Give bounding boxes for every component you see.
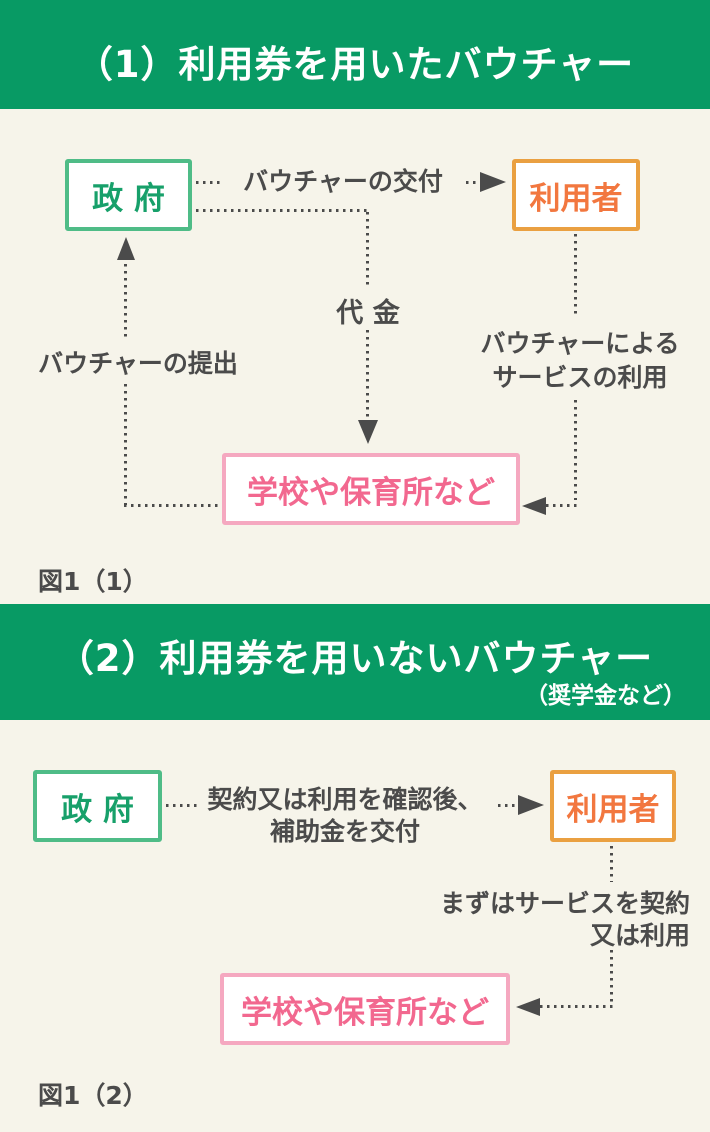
contract-label-line1: まずはサービスを契約 — [439, 889, 690, 918]
dotted-line-service-upper — [574, 234, 577, 316]
section2-government-box: 政 府 — [33, 770, 162, 842]
contract-label-line2: 又は利用 — [589, 921, 690, 950]
dotted-line-payment-upper — [366, 212, 369, 288]
dotted-line-subsidy-right — [498, 804, 516, 807]
dotted-line-contract-upper — [610, 846, 613, 882]
section2-user-box: 利用者 — [550, 770, 676, 842]
arrow-left-icon — [516, 998, 540, 1016]
dotted-line-contract-horizontal — [540, 1005, 613, 1008]
dotted-line-service-horizontal — [546, 504, 578, 507]
section2-title: （2）利用券を用いないバウチャー — [56, 637, 654, 680]
section1-government-box: 政 府 — [65, 159, 192, 231]
dotted-line-submit-upper — [124, 264, 127, 340]
dotted-line-contract-lower — [610, 950, 613, 1006]
dotted-line-subsidy-left — [166, 804, 198, 807]
subsidy-label-line1: 契約又は利用を確認後、 — [207, 785, 483, 814]
section2-caption: 図1（2） — [38, 1081, 148, 1110]
section2-subtitle: （奨学金など） — [525, 683, 686, 709]
section1-user-box: 利用者 — [512, 159, 640, 231]
arrow-up-icon — [117, 237, 135, 260]
section2-provider-box: 学校や保育所など — [220, 973, 510, 1045]
section1-title: （1）利用券を用いたバウチャー — [75, 43, 635, 86]
arrow-right-icon — [518, 795, 544, 815]
dotted-line-service-lower — [574, 400, 577, 500]
voucher-submit-label: バウチャーの提出 — [38, 349, 238, 378]
dotted-line-payment-horizontal — [196, 209, 368, 212]
arrow-right-icon — [480, 172, 506, 192]
dotted-line-submit-horizontal — [124, 504, 220, 507]
dotted-line-payment-lower — [366, 330, 369, 418]
voucher-issue-label: バウチャーの交付 — [243, 167, 443, 196]
section1-banner: （1）利用券を用いたバウチャー — [0, 0, 710, 109]
section1-provider-box: 学校や保育所など — [222, 453, 520, 525]
arrow-down-icon — [358, 420, 378, 444]
dotted-line-submit-lower — [124, 384, 127, 505]
service-use-label-line1: バウチャーによる — [480, 329, 680, 358]
section1-caption: 図1（1） — [38, 567, 148, 596]
dotted-line-voucher-issue-left — [196, 181, 222, 184]
subsidy-label-line2: 補助金を交付 — [269, 817, 420, 846]
arrow-left-icon — [522, 497, 546, 515]
service-use-label-line2: サービスの利用 — [492, 363, 668, 392]
payment-label: 代 金 — [336, 298, 400, 329]
dotted-line-voucher-issue-right — [466, 181, 479, 184]
section2-banner: （2）利用券を用いないバウチャー （奨学金など） — [0, 604, 710, 720]
